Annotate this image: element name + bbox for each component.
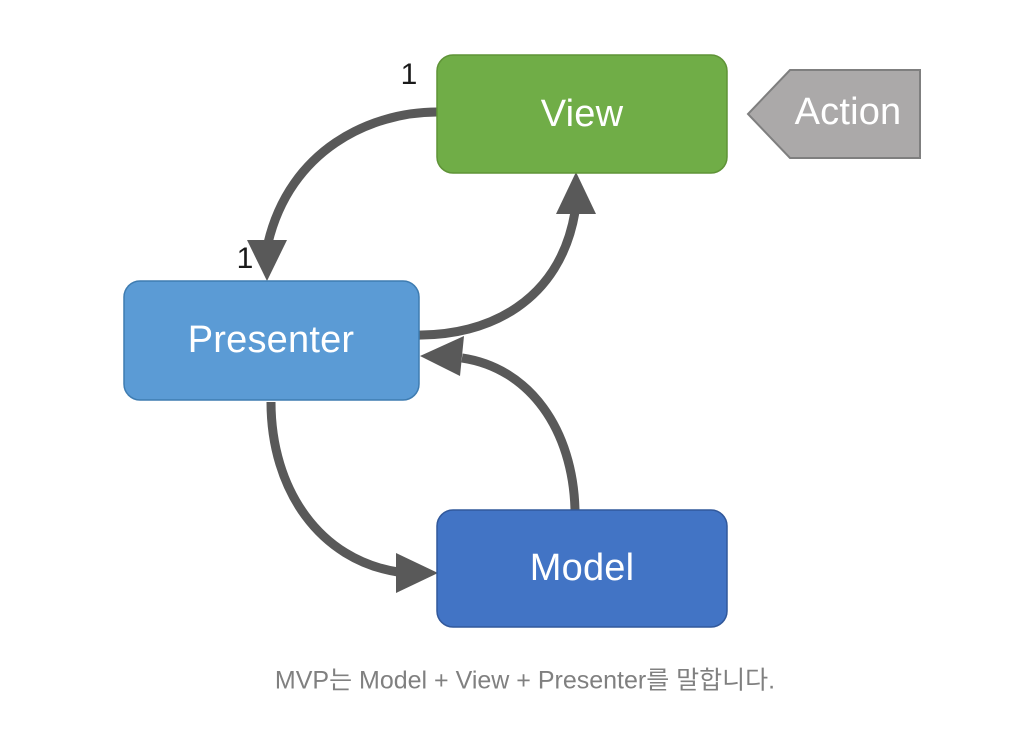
edge-presenter-to-model: [266, 401, 438, 593]
edge-presenter-to-view-path: [412, 211, 580, 340]
node-view-label: View: [541, 93, 624, 135]
edge-model-to-presenter-path: [461, 353, 580, 511]
node-model-label: Model: [530, 547, 635, 589]
edge-model-to-presenter: [420, 336, 580, 511]
node-action-shape[interactable]: [746, 69, 921, 159]
node-presenter[interactable]: Presenter: [123, 280, 420, 401]
node-action[interactable]: Action: [746, 69, 921, 159]
multiplicity-label-near-presenter: 1: [237, 242, 254, 275]
node-presenter-shape[interactable]: [123, 280, 420, 401]
node-presenter-label: Presenter: [188, 319, 355, 361]
edge-model-to-presenter-arrowhead: [420, 336, 464, 376]
edge-presenter-to-view-arrowhead: [556, 172, 596, 214]
node-view[interactable]: View: [436, 54, 728, 174]
edge-presenter-to-model-arrowhead: [396, 553, 438, 593]
node-action-label: Action: [795, 91, 902, 133]
diagram-caption: MVP는 Model + View + Presenter를 말합니다.: [275, 667, 775, 695]
edge-presenter-to-model-path: [266, 401, 399, 577]
edge-view-to-presenter-path: [263, 107, 438, 245]
node-view-shape[interactable]: [436, 54, 728, 174]
edge-view-to-presenter: [247, 107, 438, 281]
node-model-shape[interactable]: [436, 509, 728, 628]
edge-presenter-to-view: [412, 172, 596, 340]
node-model[interactable]: Model: [436, 509, 728, 628]
edge-view-to-presenter-arrowhead: [247, 240, 287, 281]
multiplicity-label-near-view: 1: [401, 58, 418, 91]
